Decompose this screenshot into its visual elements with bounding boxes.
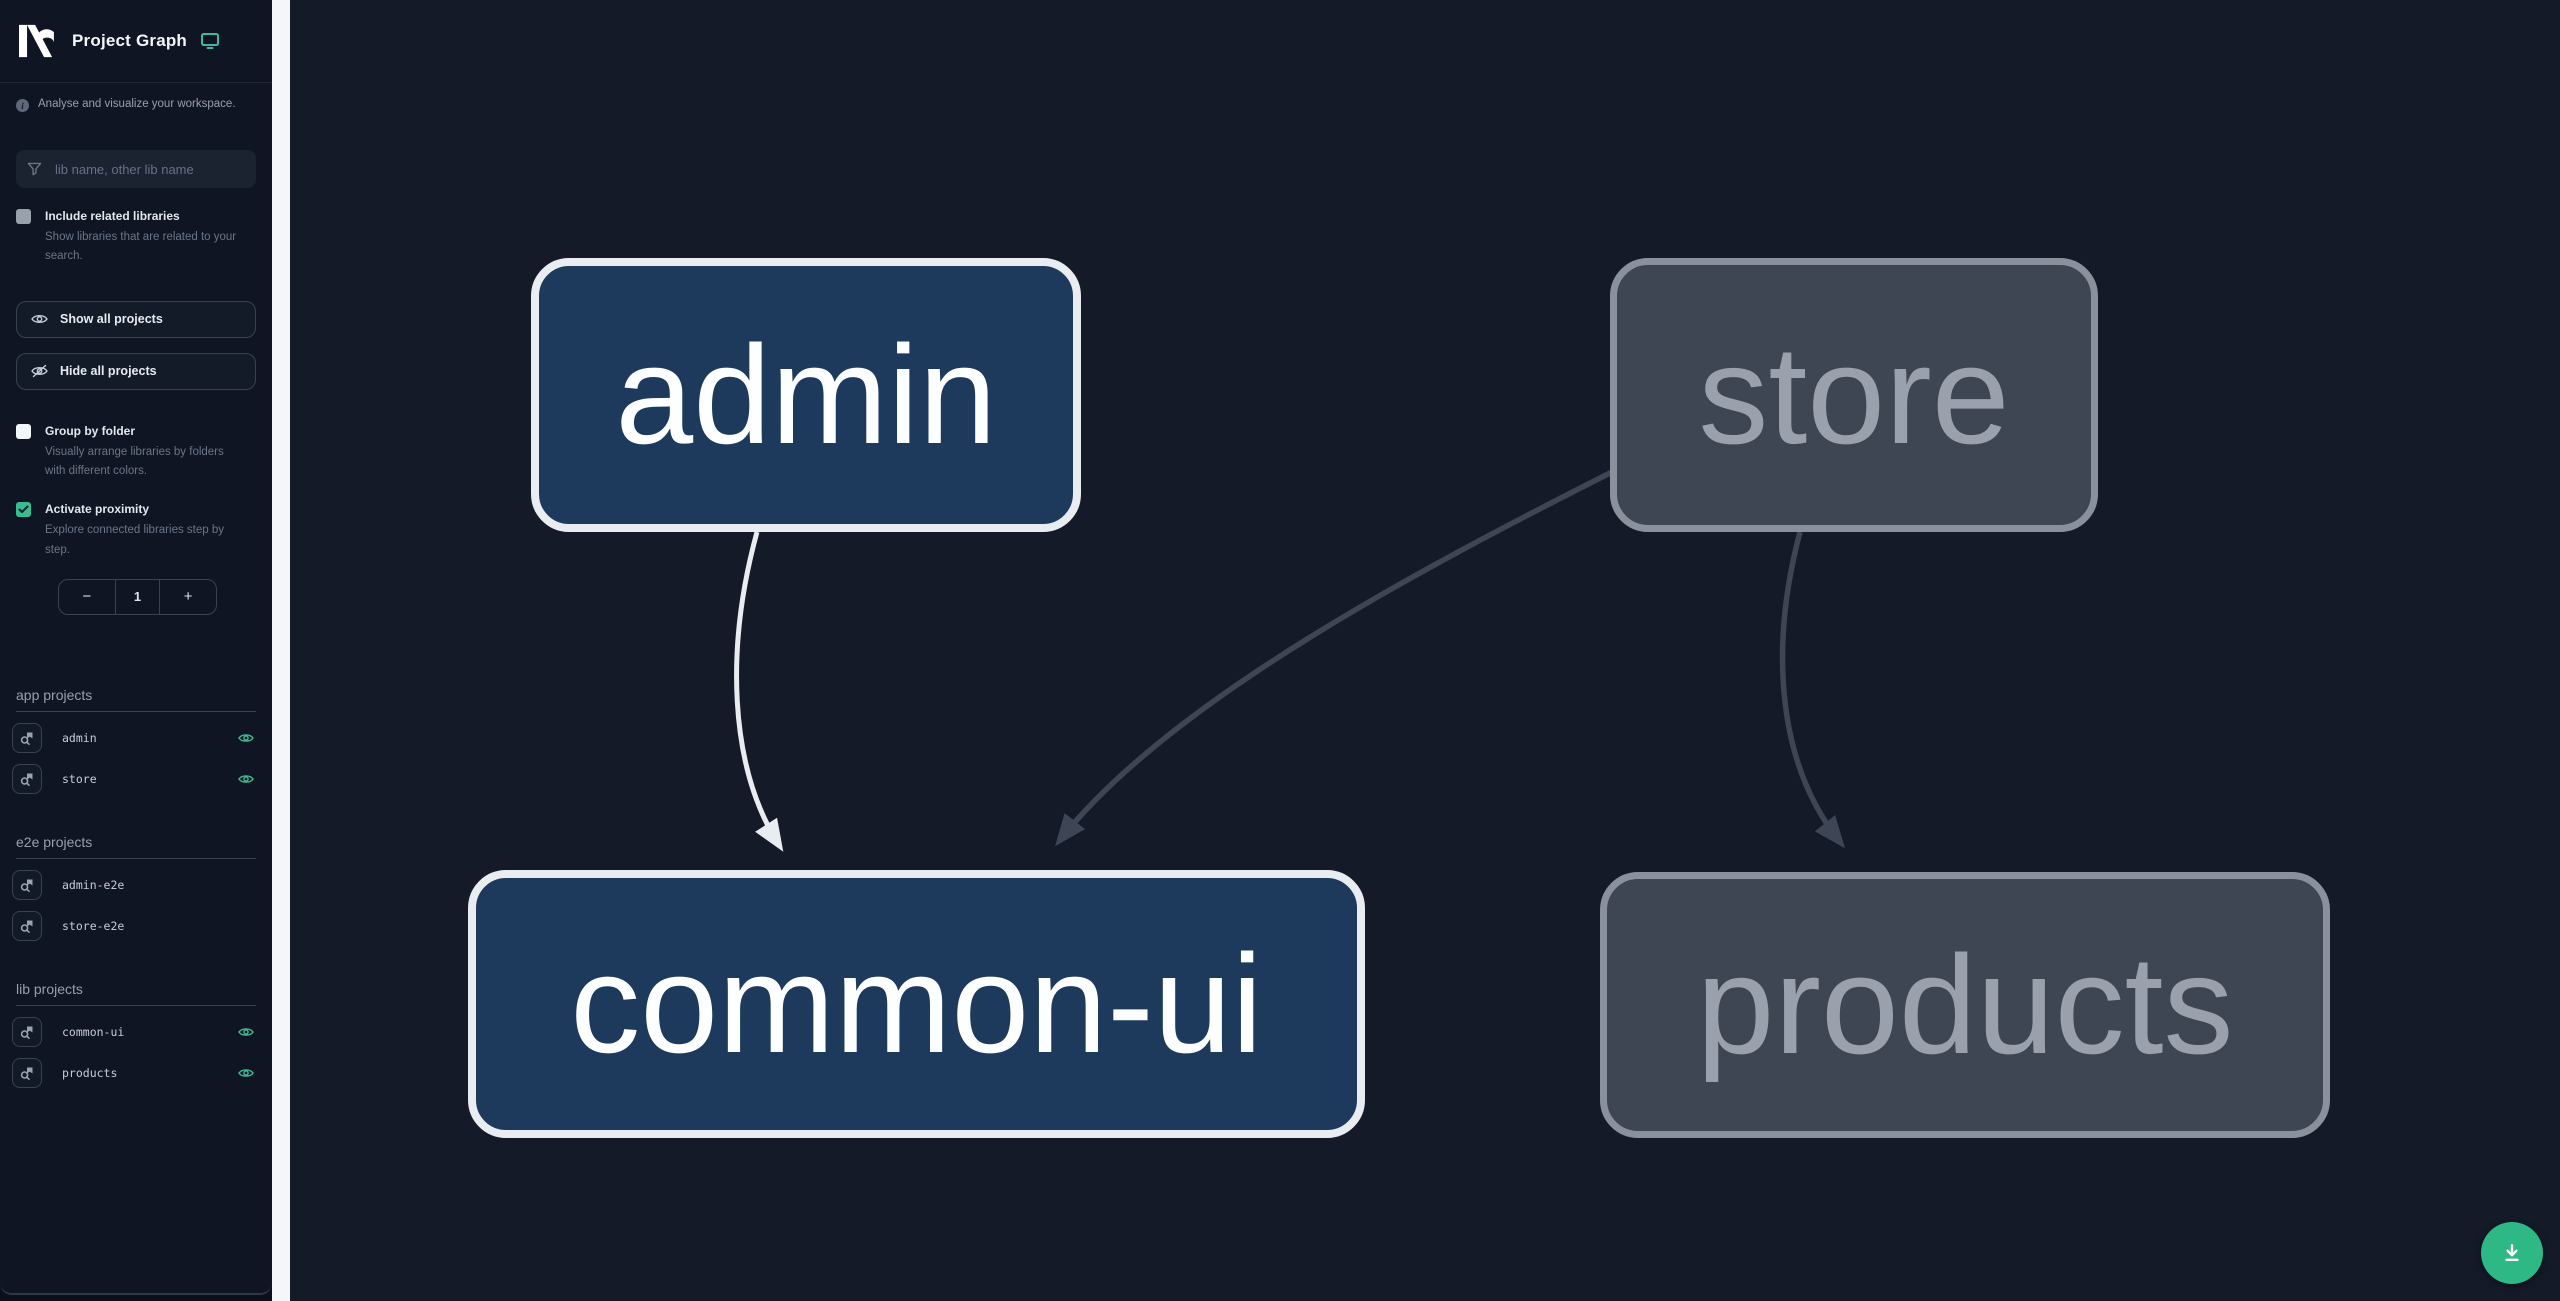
group-by-folder-checkbox[interactable] <box>16 423 31 439</box>
toggle-visibility-eye-icon[interactable] <box>238 773 254 785</box>
focus-project-button[interactable] <box>12 722 42 753</box>
app-title: Project Graph <box>72 31 188 50</box>
focus-icon <box>20 879 33 892</box>
sidebar-header: Project Graph <box>0 0 272 83</box>
graph-node-label: products <box>1696 926 2234 1083</box>
hide-all-projects-button[interactable]: Hide all projects <box>16 352 256 390</box>
focus-project-button[interactable] <box>12 869 42 900</box>
sidebar: Project Graph i Analyse and visualize yo… <box>0 0 272 1295</box>
project-name: products <box>62 1065 118 1080</box>
focus-project-button[interactable] <box>12 763 42 794</box>
project-row-store: store <box>12 763 260 794</box>
nx-logo <box>16 24 56 58</box>
include-related-checkbox[interactable] <box>16 209 31 224</box>
focus-icon <box>20 920 33 933</box>
filter-icon <box>27 162 42 176</box>
project-search <box>16 150 256 188</box>
graph-node-common-ui[interactable]: common-ui <box>468 870 1365 1138</box>
eye-icon <box>31 313 48 325</box>
activate-proximity-checkbox[interactable] <box>16 502 31 518</box>
focus-icon <box>20 1067 33 1080</box>
focus-project-button[interactable] <box>12 1016 42 1047</box>
project-name: admin <box>62 730 97 745</box>
activate-proximity-option: Activate proximity Explore connected lib… <box>16 502 256 560</box>
project-name: store <box>62 771 97 786</box>
focus-project-button[interactable] <box>12 910 42 941</box>
group-by-folder-option: Group by folder Visually arrange librari… <box>16 423 256 482</box>
workspace-intro: i Analyse and visualize your workspace. <box>16 98 256 112</box>
show-all-projects-button[interactable]: Show all projects <box>16 300 256 338</box>
toggle-visibility-eye-icon[interactable] <box>238 1026 254 1038</box>
focus-icon <box>20 773 33 786</box>
check-icon <box>18 505 29 514</box>
download-icon <box>2501 1242 2523 1264</box>
include-related-option: Include related libraries Show libraries… <box>16 209 256 267</box>
graph-node-store[interactable]: store <box>1610 258 2098 532</box>
proximity-increment-button[interactable]: + <box>160 580 216 614</box>
focus-project-button[interactable] <box>12 1057 42 1088</box>
project-row-store-e2e: store-e2e <box>12 910 260 941</box>
proximity-depth-stepper: − 1 + <box>58 578 217 615</box>
section-header-lib-projects: lib projects <box>16 981 256 1006</box>
project-row-products: products <box>12 1057 260 1088</box>
info-icon: i <box>16 99 29 112</box>
search-input[interactable] <box>53 160 245 178</box>
graph-node-products[interactable]: products <box>1600 872 2330 1138</box>
toggle-visibility-eye-icon[interactable] <box>238 1067 254 1079</box>
download-graph-button[interactable] <box>2481 1222 2543 1284</box>
focus-icon <box>20 1026 33 1039</box>
eye-off-icon <box>31 364 48 378</box>
project-name: store-e2e <box>62 918 125 933</box>
section-header-e2e-projects: e2e projects <box>16 834 256 859</box>
project-row-common-ui: common-ui <box>12 1016 260 1047</box>
section-header-app-projects: app projects <box>16 687 256 712</box>
project-row-admin-e2e: admin-e2e <box>12 869 260 900</box>
sidebar-resize-handle[interactable] <box>272 0 290 1301</box>
graph-node-label: admin <box>615 316 997 473</box>
proximity-decrement-button[interactable]: − <box>59 580 115 614</box>
project-row-admin: admin <box>12 722 260 753</box>
project-name: common-ui <box>62 1024 125 1039</box>
proximity-depth-value[interactable]: 1 <box>114 579 161 614</box>
focus-icon <box>20 732 33 745</box>
graph-node-label: store <box>1698 316 2010 473</box>
toggle-visibility-eye-icon[interactable] <box>238 732 254 744</box>
project-name: admin-e2e <box>62 877 125 892</box>
graph-node-label: common-ui <box>570 925 1263 1082</box>
graph-node-admin[interactable]: admin <box>531 258 1081 532</box>
monitor-icon[interactable] <box>201 33 220 49</box>
